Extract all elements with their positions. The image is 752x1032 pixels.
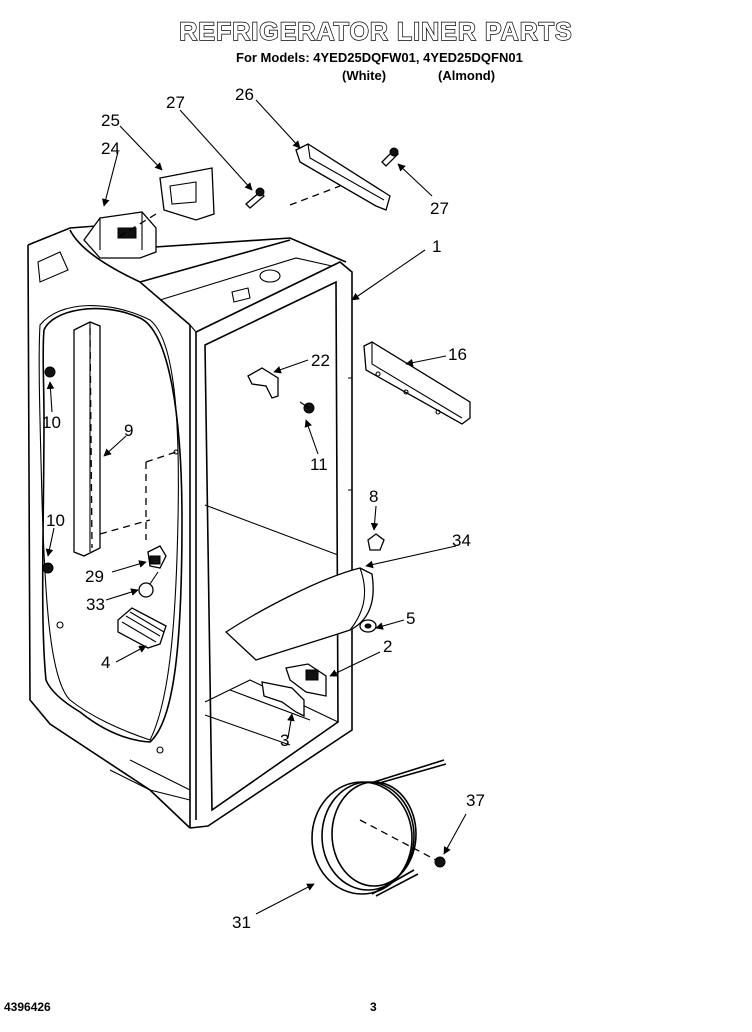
part-24-housing [83, 211, 157, 259]
callout-1: 1 [432, 237, 441, 256]
variant-white: (White) [342, 68, 387, 83]
callout-31: 31 [232, 913, 251, 932]
variant-almond: (Almond) [438, 68, 496, 83]
part-16-bracket [363, 341, 471, 425]
part-33-bulb [138, 571, 159, 598]
callout-4: 4 [101, 653, 110, 672]
part-2-bracket [285, 663, 327, 697]
callout-10-upper: 10 [42, 413, 61, 432]
callout-33: 33 [86, 595, 105, 614]
callout-24: 24 [101, 139, 120, 158]
part-4-grille [117, 607, 167, 649]
callout-37: 37 [466, 791, 485, 810]
callout-3: 3 [280, 731, 289, 750]
part-22-bracket [247, 367, 279, 399]
part-9-rail [73, 321, 101, 557]
callout-27-left: 27 [166, 93, 185, 112]
screw-10-upper [44, 366, 56, 378]
screw-27-left [245, 187, 265, 209]
screw-10-lower [42, 562, 54, 574]
page-number: 3 [370, 1000, 377, 1014]
callout-25: 25 [101, 111, 120, 130]
leader-lines [45, 99, 467, 915]
document-number: 4396426 [4, 1000, 51, 1014]
part-3-bracket [261, 681, 305, 718]
part-31-tubing [311, 759, 447, 897]
callout-27-right: 27 [430, 199, 449, 218]
plug-5 [359, 619, 377, 633]
callout-34: 34 [452, 531, 471, 550]
callout-22: 22 [311, 351, 330, 370]
part-34-cover [224, 567, 374, 661]
models-line: For Models: 4YED25DQFW01, 4YED25DQFN01 [236, 50, 523, 65]
screw-11 [299, 401, 315, 414]
clip-8 [367, 533, 385, 551]
screw-27-right [381, 147, 399, 167]
callout-8: 8 [369, 487, 378, 506]
callout-26: 26 [235, 85, 254, 104]
part-25-cover [119, 167, 215, 237]
callout-11: 11 [310, 455, 328, 474]
callout-5: 5 [406, 609, 415, 628]
screw-37 [359, 819, 446, 868]
callout-9: 9 [124, 421, 133, 440]
refrigerator-liner [27, 225, 353, 829]
callout-10-lower: 10 [46, 511, 65, 530]
page-title: REFRIGERATOR LINER PARTS [179, 17, 573, 46]
callout-29: 29 [85, 567, 104, 586]
callout-16: 16 [448, 345, 467, 364]
part-26-bracket [289, 143, 391, 211]
part-29-socket [147, 545, 167, 569]
callout-2: 2 [383, 637, 392, 656]
